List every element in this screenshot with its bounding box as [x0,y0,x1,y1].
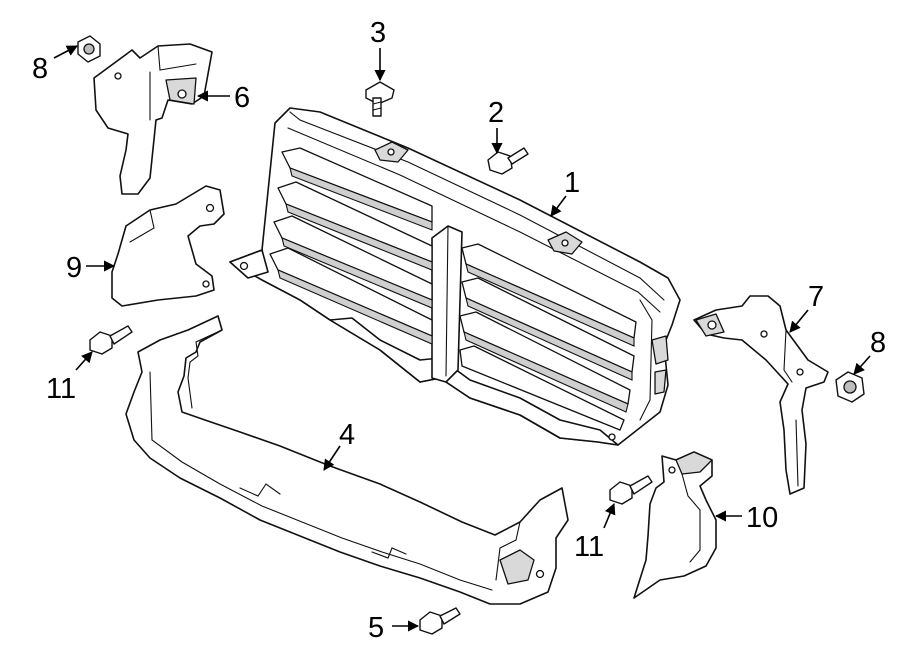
grille-shutter-assembly [229,107,681,446]
leader-4 [323,445,341,471]
nut-8-right [835,371,865,403]
callout-3: 3 [370,17,386,49]
leader-7 [789,309,809,333]
leader-11-left [75,351,93,371]
callout-8-right: 8 [870,327,886,359]
upper-left-bracket [93,43,213,195]
leader-8-left [53,45,78,59]
callout-6: 6 [234,82,250,114]
callout-11-right: 11 [574,531,604,563]
leader-1 [550,195,567,217]
callout-7: 7 [808,281,824,313]
callout-10: 10 [746,502,778,534]
callout-1: 1 [564,167,580,199]
bolt-11-right [609,475,653,505]
callout-9: 9 [66,252,82,284]
left-louvers [269,147,433,345]
nut-8-left [77,35,101,63]
bolt-11-left [89,325,133,355]
callout-5: 5 [368,612,384,644]
bolt-2 [487,147,529,175]
right-side-shield [633,451,717,599]
callout-4: 4 [339,419,355,451]
bolt-5 [419,607,461,635]
leader-11-right [603,502,616,529]
right-louvers [459,243,637,431]
lower-air-deflector [125,315,569,605]
right-bracket [693,295,829,495]
callout-11-left: 11 [46,373,76,405]
bolt-3 [365,81,395,117]
left-side-shield [111,185,225,307]
callout-8-left: 8 [32,53,48,85]
leader-8-right [853,355,871,375]
callout-2: 2 [488,97,504,129]
